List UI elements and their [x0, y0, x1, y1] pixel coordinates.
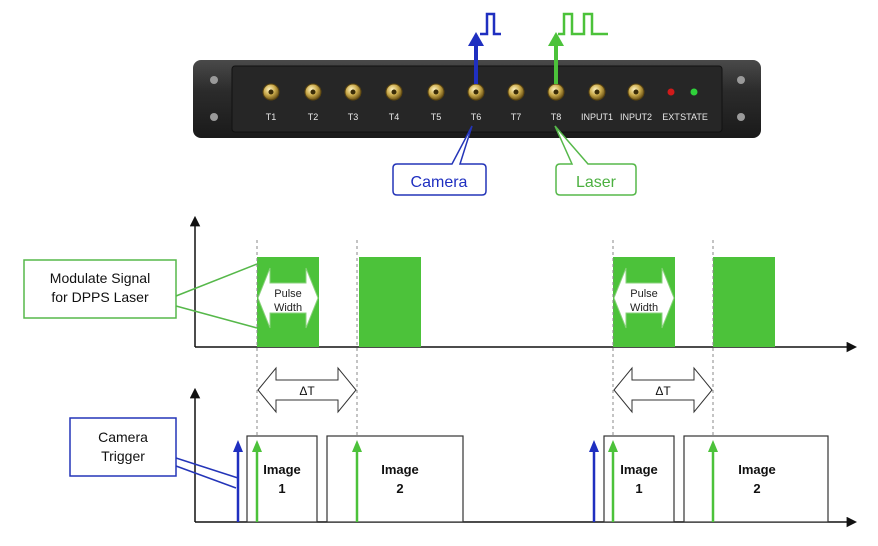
modulate-signal-line2: for DPPS Laser — [51, 289, 149, 305]
screw-icon — [210, 76, 218, 84]
laser-callout-label: Laser — [576, 174, 617, 191]
bnc-pin-icon — [350, 89, 356, 95]
port-label: T5 — [431, 112, 442, 122]
delta-t-label: ΔT — [655, 384, 671, 398]
modulate-pointer-line — [175, 305, 258, 329]
port-label: T6 — [471, 112, 482, 122]
state-led-icon — [690, 88, 698, 96]
laser-pulse-2 — [359, 257, 421, 347]
trigger-pointer-line — [175, 457, 239, 479]
camera-callout-label: Camera — [411, 174, 468, 191]
image-2-label-line2: 2 — [753, 481, 760, 496]
bnc-pin-icon — [513, 89, 519, 95]
ext-led-icon — [667, 88, 675, 96]
port-label: T3 — [348, 112, 359, 122]
camera-trigger-box — [69, 417, 177, 477]
camera-trigger-line2: Trigger — [101, 448, 145, 464]
laser-pulse-4 — [713, 257, 775, 347]
image-2-label-line1: Image — [381, 462, 419, 477]
bnc-pin-icon — [268, 89, 274, 95]
port-label: INPUT2 — [620, 112, 652, 122]
screw-icon — [737, 113, 745, 121]
camera-callout-box — [392, 125, 487, 196]
camera-trigger-arrowhead-icon — [233, 440, 243, 452]
bnc-pin-icon — [633, 89, 639, 95]
port-label: T2 — [308, 112, 319, 122]
image-2-label-line2: 2 — [396, 481, 403, 496]
modulate-pointer-line — [175, 263, 258, 297]
bnc-pin-icon — [391, 89, 397, 95]
image-2-frame — [326, 435, 464, 523]
image-2-frame — [683, 435, 829, 523]
camera-callout: Camera — [392, 125, 487, 196]
pulse-width-label-line2: Width — [630, 302, 658, 314]
screw-icon — [737, 76, 745, 84]
laser-fire-arrowhead-icon — [252, 440, 262, 452]
port-label: T4 — [389, 112, 400, 122]
pulse-width-arrow-icon — [257, 267, 319, 329]
bnc-pin-icon — [473, 89, 479, 95]
modulate-signal-callout: Modulate Signal for DPPS Laser — [23, 259, 258, 329]
delta-t-arrow-icon — [613, 366, 713, 414]
delta-t-arrow-icon — [257, 366, 357, 414]
modulate-signal-line1: Modulate Signal — [50, 270, 150, 286]
laser-pulse-icon — [558, 12, 608, 36]
laser-fire-arrowhead-icon — [608, 440, 618, 452]
pulse-width-label-line1: Pulse — [274, 288, 302, 300]
indicator-label-state: STATE — [680, 112, 708, 122]
laser-callout: Laser — [554, 125, 637, 196]
camera-pulse-icon — [480, 12, 501, 36]
delta-t-label: ΔT — [299, 384, 315, 398]
camera-trigger-arrowhead-icon — [589, 440, 599, 452]
bnc-pin-icon — [594, 89, 600, 95]
bnc-pin-icon — [433, 89, 439, 95]
indicator-label-ext: EXT — [662, 112, 680, 122]
laser-fire-arrowhead-icon — [708, 440, 718, 452]
port-label: INPUT1 — [581, 112, 613, 122]
screw-icon — [210, 113, 218, 121]
device-panel: T1 T2 T3 T4 T5 T6 T7 T8 INPUT1 INPUT2 EXT STATE — [193, 60, 761, 138]
image-2-label-line1: Image — [738, 462, 776, 477]
camera-trigger-callout: Camera Trigger — [69, 417, 239, 489]
image-1-label-line1: Image — [620, 462, 658, 477]
laser-callout-box — [554, 125, 637, 196]
port-label: T7 — [511, 112, 522, 122]
bnc-pin-icon — [310, 89, 316, 95]
modulate-signal-box — [23, 259, 177, 319]
laser-arrowhead-icon — [548, 32, 564, 46]
pulse-width-arrow-icon — [613, 267, 675, 329]
trigger-pointer-line — [175, 465, 237, 489]
camera-trigger-line1: Camera — [98, 429, 148, 445]
camera-arrowhead-icon — [468, 32, 484, 46]
laser-timing-chart: Pulse Width Pulse Width — [189, 215, 858, 353]
image-1-label-line1: Image — [263, 462, 301, 477]
pulse-width-label-line1: Pulse — [630, 288, 658, 300]
image-1-label-line2: 1 — [635, 481, 642, 496]
camera-timing-chart: Image 1 Image 2 Image 1 Image 2 — [189, 387, 858, 528]
laser-fire-arrowhead-icon — [352, 440, 362, 452]
pulse-width-label-line2: Width — [274, 302, 302, 314]
bnc-pin-icon — [553, 89, 559, 95]
port-label: T1 — [266, 112, 277, 122]
port-label: T8 — [551, 112, 562, 122]
image-1-label-line2: 1 — [278, 481, 285, 496]
